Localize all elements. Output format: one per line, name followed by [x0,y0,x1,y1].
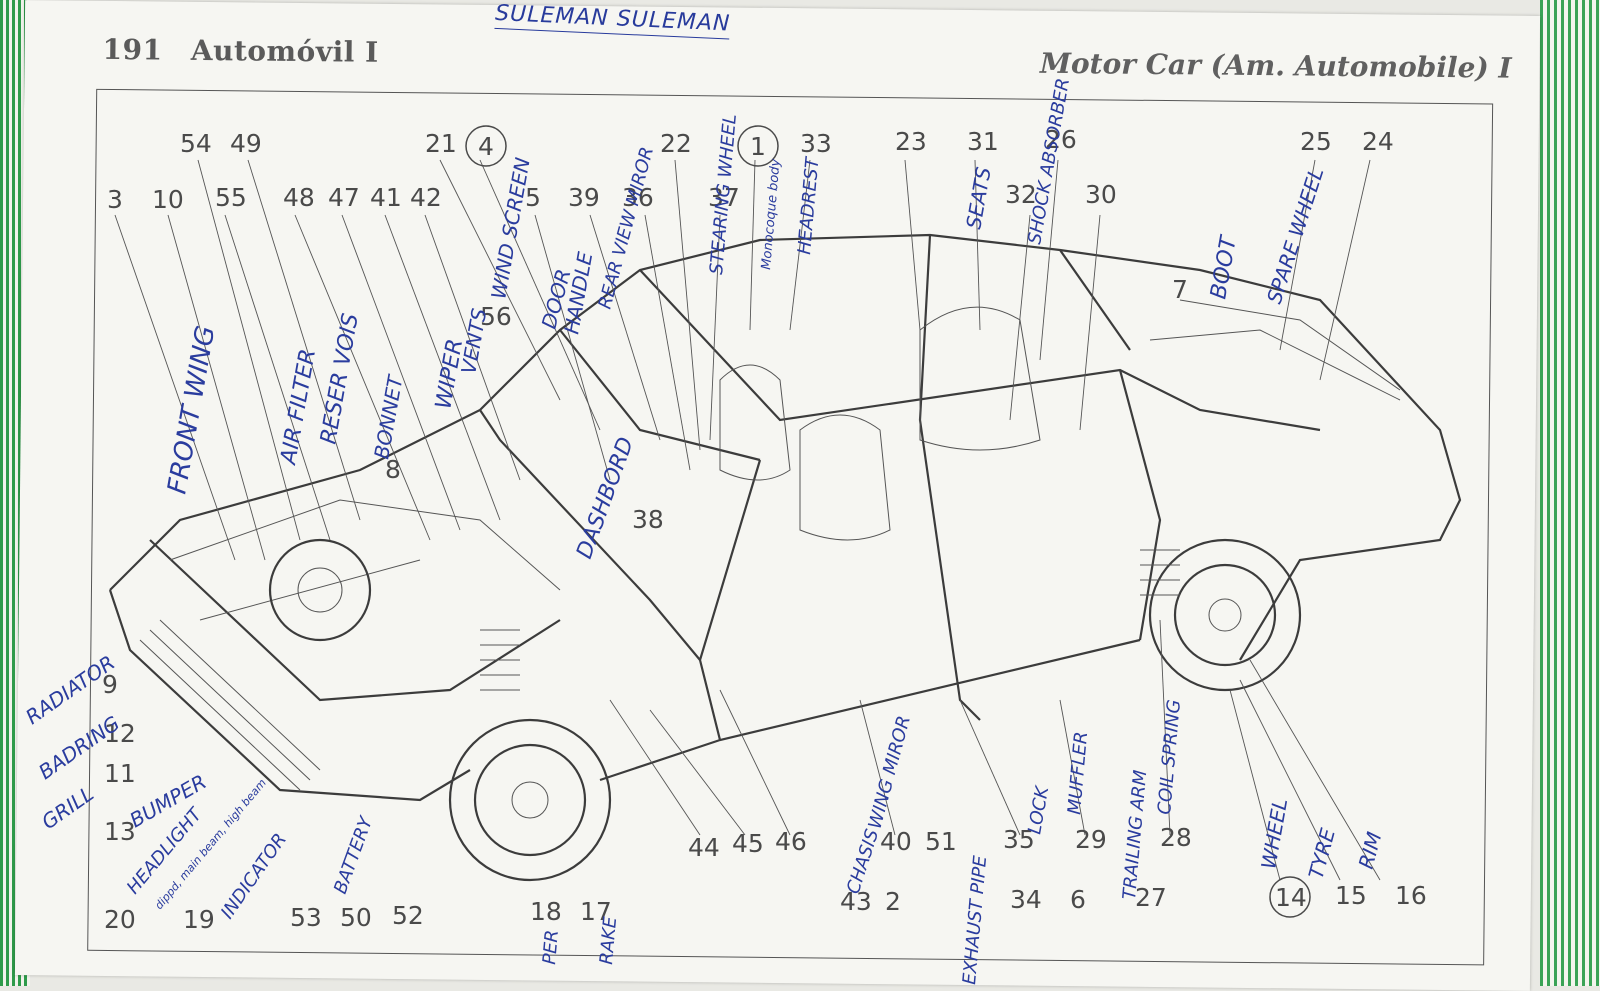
part-number: 38 [632,505,664,534]
part-number: 1 [750,132,766,161]
label-bonnet: BONNET [369,372,408,461]
label-exhaust-pipe: EXHAUST PIPE [959,854,991,985]
part-number: 30 [1085,180,1117,209]
front-wheel-drawing [448,718,612,882]
car-body-drawing [108,233,1462,882]
part-number: 39 [568,183,600,212]
label-tyre: TYRE [1304,826,1340,882]
part-number: 24 [1362,127,1394,156]
part-number: 17 [580,897,612,926]
circled-number-ring [465,125,507,167]
part-number: 51 [925,827,957,856]
part-number: 22 [660,129,692,158]
part-number: 5 [525,183,541,212]
part-number: 43 [840,887,872,916]
label-boot: BOOT [1206,233,1242,301]
circled-number-ring [737,125,779,167]
part-number: 10 [152,185,184,214]
label-shock-absorber: SHOCK ABSORBER [1024,77,1074,246]
label-reservoir: RESER VOIS [316,312,364,447]
part-number: 11 [104,759,136,788]
part-number: 32 [1005,180,1037,209]
label-battery: BATTERY [330,812,378,896]
leader-lines [114,159,1381,881]
label-lock: LOCK [1024,784,1053,836]
green-stripe-border-right [1540,0,1600,986]
part-number: 23 [895,127,927,156]
part-number: 21 [425,129,457,158]
label-grill: GRILL [37,781,98,834]
label-seats: SEATS [961,165,996,231]
label-trailing-arm: TRAILING ARM [1119,769,1151,901]
part-number: 27 [1135,883,1167,912]
part-number: 19 [183,905,215,934]
part-number: 48 [283,183,315,212]
part-number: 33 [800,129,832,158]
part-numbers: 54 49 21 4 22 1 33 23 31 26 25 24 3 10 5… [102,125,1427,934]
part-number: 35 [1003,825,1035,854]
label-air-filter: AIR FILTER [276,347,321,468]
label-dashboard: DASHBORD [572,434,639,562]
part-number: 31 [967,127,999,156]
label-rim: RIM [1354,829,1387,871]
part-number: 36 [622,183,654,212]
part-number: 50 [340,903,372,932]
label-windscreen: WIND SCREEN [486,156,535,301]
part-number: 44 [688,833,720,862]
part-number: 29 [1075,825,1107,854]
part-number: 56 [480,302,512,331]
label-front-wing: FRONT WING [162,324,221,497]
part-number: 13 [104,817,136,846]
label-spare-wheel: SPARE WHEEL [1262,164,1329,306]
part-number: 4 [478,132,494,161]
part-number: 9 [102,670,118,699]
part-number: 25 [1300,127,1332,156]
label-wiper-partial: PER [539,929,563,965]
part-number: 42 [410,183,442,212]
part-number: 3 [107,185,123,214]
part-number: 14 [1275,883,1307,912]
part-number: 52 [392,901,424,930]
part-number: 41 [370,183,402,212]
circled-number-ring [1269,876,1311,918]
label-monocoque-body: Monocoque body [759,158,784,270]
part-number: 20 [104,905,136,934]
part-number: 15 [1335,881,1367,910]
label-indicator: INDICATOR [217,830,291,923]
label-wheel: WHEEL [1256,797,1292,871]
part-number: 6 [1070,885,1086,914]
part-number: 7 [1172,275,1188,304]
part-number: 28 [1160,823,1192,852]
part-number: 12 [104,719,136,748]
part-number: 16 [1395,881,1427,910]
part-number: 34 [1010,885,1042,914]
label-rear-view-mirror: REAR VIEW MIROR [595,145,658,312]
part-number: 2 [885,887,901,916]
label-brake-partial: RAKE [596,915,621,965]
part-number: 47 [328,183,360,212]
label-chassis: CHASIS [843,827,884,897]
part-number: 55 [215,183,247,212]
label-coil-spring: COIL SPRING [1154,699,1185,816]
part-number: 8 [385,455,401,484]
part-number: 49 [230,129,262,158]
part-number: 40 [880,827,912,856]
rear-wheel-drawing [1148,538,1302,692]
part-number: 37 [708,183,740,212]
label-headrest: HEADREST [794,155,824,256]
part-number: 46 [775,827,807,856]
part-number: 54 [180,129,212,158]
part-number: 26 [1045,125,1077,154]
part-number: 18 [530,897,562,926]
part-number: 45 [732,829,764,858]
part-number: 53 [290,903,322,932]
